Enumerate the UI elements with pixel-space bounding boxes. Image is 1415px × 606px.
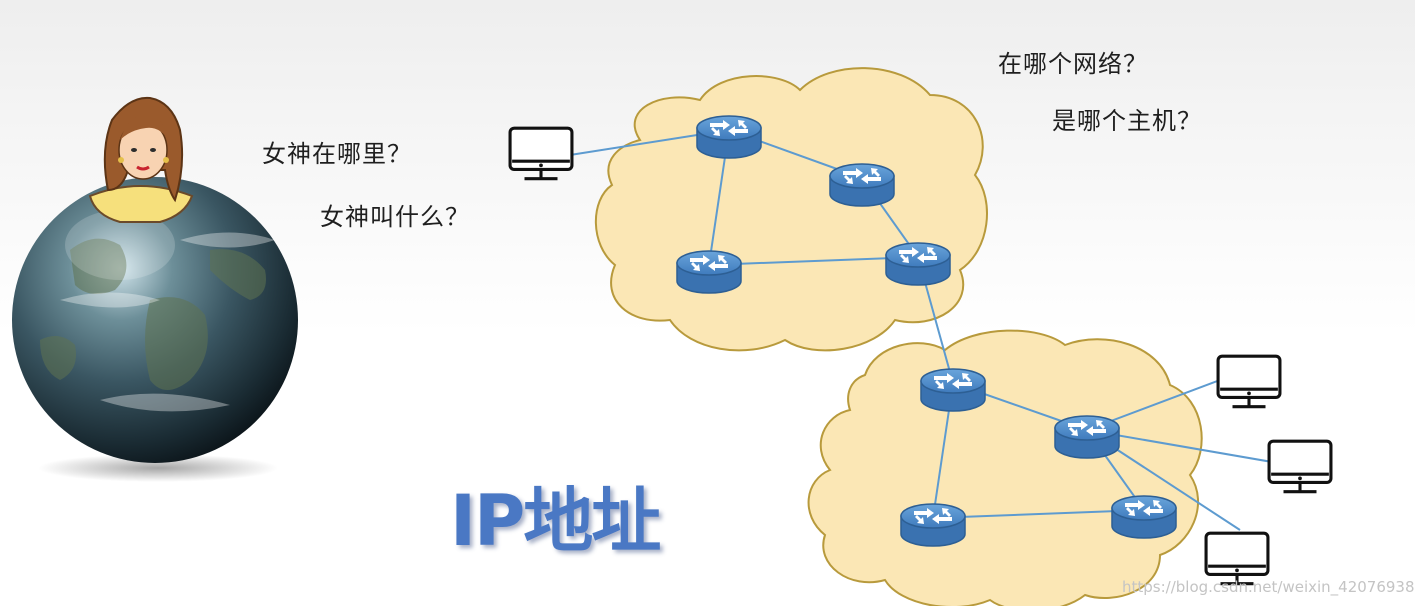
router-icon bbox=[829, 163, 895, 207]
computer-monitor-icon bbox=[1216, 354, 1282, 409]
router-icon bbox=[900, 503, 966, 547]
router-icon bbox=[920, 368, 986, 412]
computer-monitor-icon bbox=[1267, 439, 1333, 494]
earth-globe bbox=[12, 177, 298, 482]
goddess-avatar bbox=[88, 96, 194, 223]
question-host: 是哪个主机？ bbox=[1052, 107, 1202, 135]
router-icon bbox=[1054, 415, 1120, 459]
computer-monitor-icon bbox=[1204, 531, 1270, 586]
router-icon bbox=[1111, 495, 1177, 539]
watermark-url: https://blog.csdn.net/weixin_42076938 bbox=[1122, 578, 1415, 596]
question-where: 女神在哪里？ bbox=[262, 140, 412, 168]
router-icon bbox=[676, 250, 742, 294]
page-title: IP地址 bbox=[450, 480, 661, 562]
computer-monitor-icon bbox=[508, 126, 574, 181]
network-cloud-1 bbox=[594, 67, 988, 352]
router-icon bbox=[696, 115, 762, 159]
question-network: 在哪个网络？ bbox=[998, 50, 1148, 78]
network-cloud-2 bbox=[807, 329, 1203, 606]
question-name: 女神叫什么？ bbox=[320, 203, 470, 231]
router-icon bbox=[885, 242, 951, 286]
